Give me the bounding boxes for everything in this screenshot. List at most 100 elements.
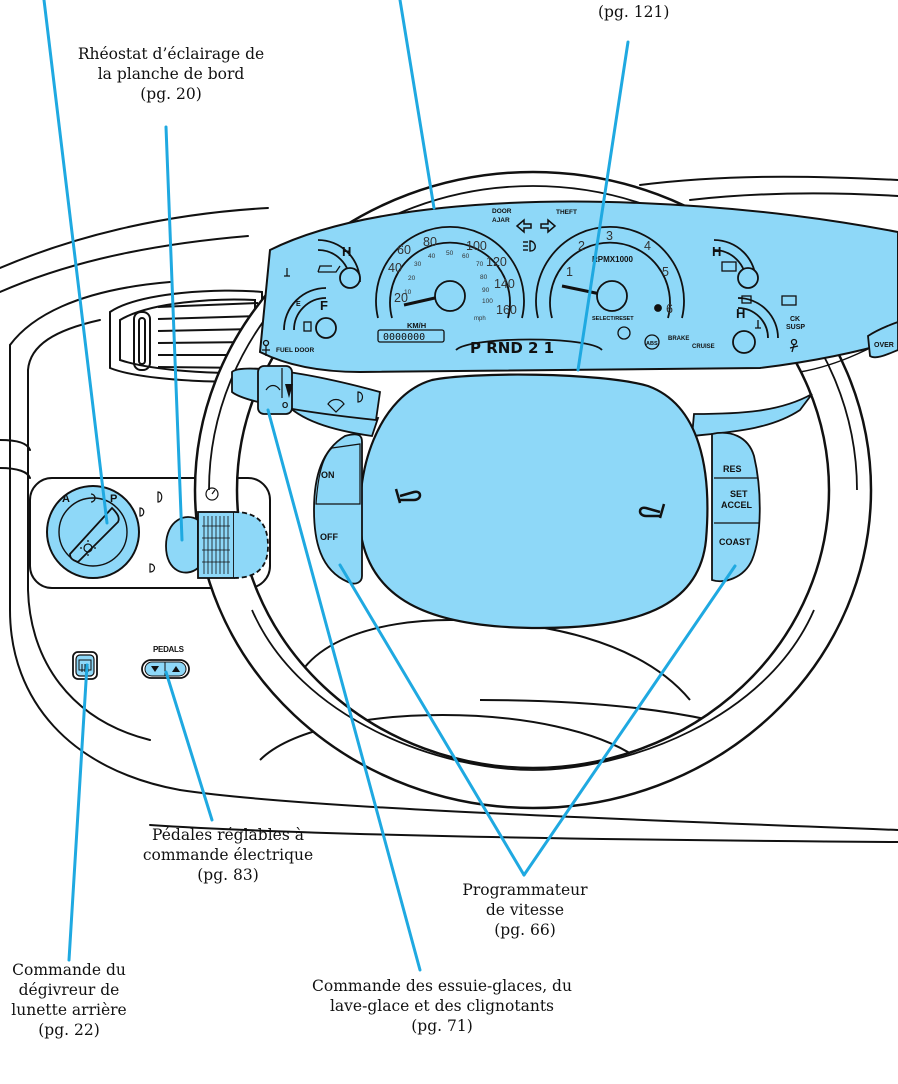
coolant-icon	[284, 268, 290, 277]
dimmer-switch[interactable]	[165, 511, 269, 579]
theft-label: THEFT	[556, 209, 577, 216]
headlamp-switch[interactable]	[46, 485, 140, 579]
oil-gauge-h: H	[342, 244, 351, 259]
wiper-o-label: O	[282, 401, 288, 410]
brake-label: BRAKE	[668, 336, 689, 342]
instrument-cluster: 20 40 60 80 100 120 140 160 10 20 30 40 …	[258, 200, 898, 374]
svg-text:6: 6	[666, 302, 673, 316]
svg-text:160: 160	[496, 303, 517, 317]
fuel-gauge-f: F	[320, 298, 328, 313]
door-ajar-line1: DOOR	[492, 208, 512, 215]
leader-cluster	[398, 0, 436, 210]
sun-icon	[80, 540, 96, 556]
pedals-down-icon	[151, 666, 159, 672]
headlamp-flash-icon	[357, 391, 364, 403]
cruise-indicator-label: CRUISE	[692, 344, 715, 350]
headlamp-off-icon	[90, 493, 96, 503]
oil-can-icon	[317, 265, 341, 273]
seatbelt-icon	[262, 339, 270, 356]
kmh-label: KM/H	[407, 321, 426, 330]
pedals-label: PEDALS	[153, 645, 185, 654]
callout-wiper: Commande des essuie-glaces, du lave-glac…	[312, 977, 572, 1035]
cruise-on-button[interactable]: ON	[315, 443, 361, 505]
pedals-adjust-switch[interactable]	[141, 659, 190, 679]
fuel-gauge	[283, 287, 337, 339]
svg-text:OVER: OVER	[874, 342, 894, 349]
svg-text:SET: SET	[730, 489, 748, 499]
svg-text:0000000: 0000000	[383, 332, 425, 343]
battery-icon	[721, 261, 737, 272]
mph-label: mph	[474, 316, 486, 322]
cruise-coast-button[interactable]: COAST	[719, 537, 751, 547]
steering-wheel-hub	[358, 373, 709, 630]
leader-lines	[42, 0, 737, 972]
rear-defrost-button[interactable]	[72, 651, 98, 680]
horn-icon-left	[394, 488, 422, 504]
dimmer-gauge-icon	[205, 487, 219, 501]
leader-dimmer	[164, 125, 184, 542]
svg-text:100: 100	[466, 239, 487, 253]
indicator-lamp-icon	[617, 326, 631, 340]
horn-icon-right	[638, 503, 666, 519]
tachometer	[535, 226, 685, 319]
odometer: 0000000	[377, 329, 445, 343]
leader-headlamp	[42, 0, 109, 525]
svg-text:60: 60	[397, 243, 411, 257]
headlamp-auto-label: A	[62, 493, 70, 505]
cruise-res-button[interactable]: RES	[723, 464, 742, 474]
gear-indicator: P RND 2 1	[455, 338, 603, 357]
callout-defrost: Commande du dégivreur de lunette arrière…	[11, 961, 127, 1039]
check-susp-line2: SUSP	[786, 324, 805, 331]
svg-text:P RND 2 1: P RND 2 1	[470, 339, 554, 357]
cruise-pad-right	[711, 432, 761, 582]
svg-text:OFF: OFF	[320, 532, 338, 542]
svg-text:ACCEL: ACCEL	[721, 500, 753, 510]
svg-text:1: 1	[566, 265, 573, 279]
rear-fog-icon	[149, 563, 156, 573]
svg-text:2: 2	[578, 239, 585, 253]
callout-pedals: Pédales réglables à commande électrique …	[142, 826, 314, 884]
svg-text:3: 3	[606, 229, 613, 243]
callout-cluster-partial: (pg. 121)	[598, 3, 670, 21]
pedals-up-icon	[172, 666, 180, 672]
svg-text:5: 5	[662, 265, 669, 279]
washer-icon	[265, 384, 281, 391]
svg-text:60: 60	[462, 253, 470, 260]
svg-text:RES: RES	[723, 464, 742, 474]
wiper-icon	[327, 398, 345, 413]
svg-text:ABS: ABS	[646, 341, 658, 347]
speedometer	[375, 226, 525, 319]
svg-text:ON: ON	[321, 470, 335, 480]
temp-gauge-h: H	[712, 244, 721, 259]
callout-dimmer: Rhéostat d’éclairage de la planche de bo…	[77, 45, 265, 103]
battery-warning-icon	[781, 295, 797, 306]
svg-text:120: 120	[486, 255, 507, 269]
svg-text:40: 40	[428, 253, 436, 260]
abs-indicator: ABS	[644, 334, 660, 350]
parking-lamp-label: P	[110, 493, 117, 505]
tachometer-scale: 1 2 3 4 5 6	[566, 229, 673, 316]
temperature-gauge	[713, 239, 759, 289]
select-reset-label: SELECT/RESET	[592, 316, 634, 322]
svg-text:140: 140	[494, 277, 515, 291]
volt-gauge-h: H	[736, 306, 745, 321]
svg-text:20: 20	[408, 275, 416, 282]
svg-text:80: 80	[480, 274, 488, 281]
cruise-off-button[interactable]: OFF	[320, 532, 338, 542]
front-fog-icon	[157, 491, 163, 503]
cruise-set-accel-button[interactable]: SET ACCEL	[721, 489, 753, 510]
overdrive-button[interactable]: OVER	[867, 321, 898, 359]
turn-signal-left-icon	[515, 218, 532, 234]
fuel-gauge-e: E	[296, 301, 301, 308]
svg-text:20: 20	[394, 291, 408, 305]
voltmeter-gauge	[732, 297, 779, 354]
svg-text:COAST: COAST	[719, 537, 751, 547]
wiper-signal-lever[interactable]: O	[231, 365, 382, 421]
leader-wiper	[266, 408, 422, 972]
leader-pedals	[164, 670, 214, 822]
control-panel	[29, 477, 271, 589]
airbag-icon	[789, 338, 799, 353]
svg-text:40: 40	[388, 261, 402, 275]
